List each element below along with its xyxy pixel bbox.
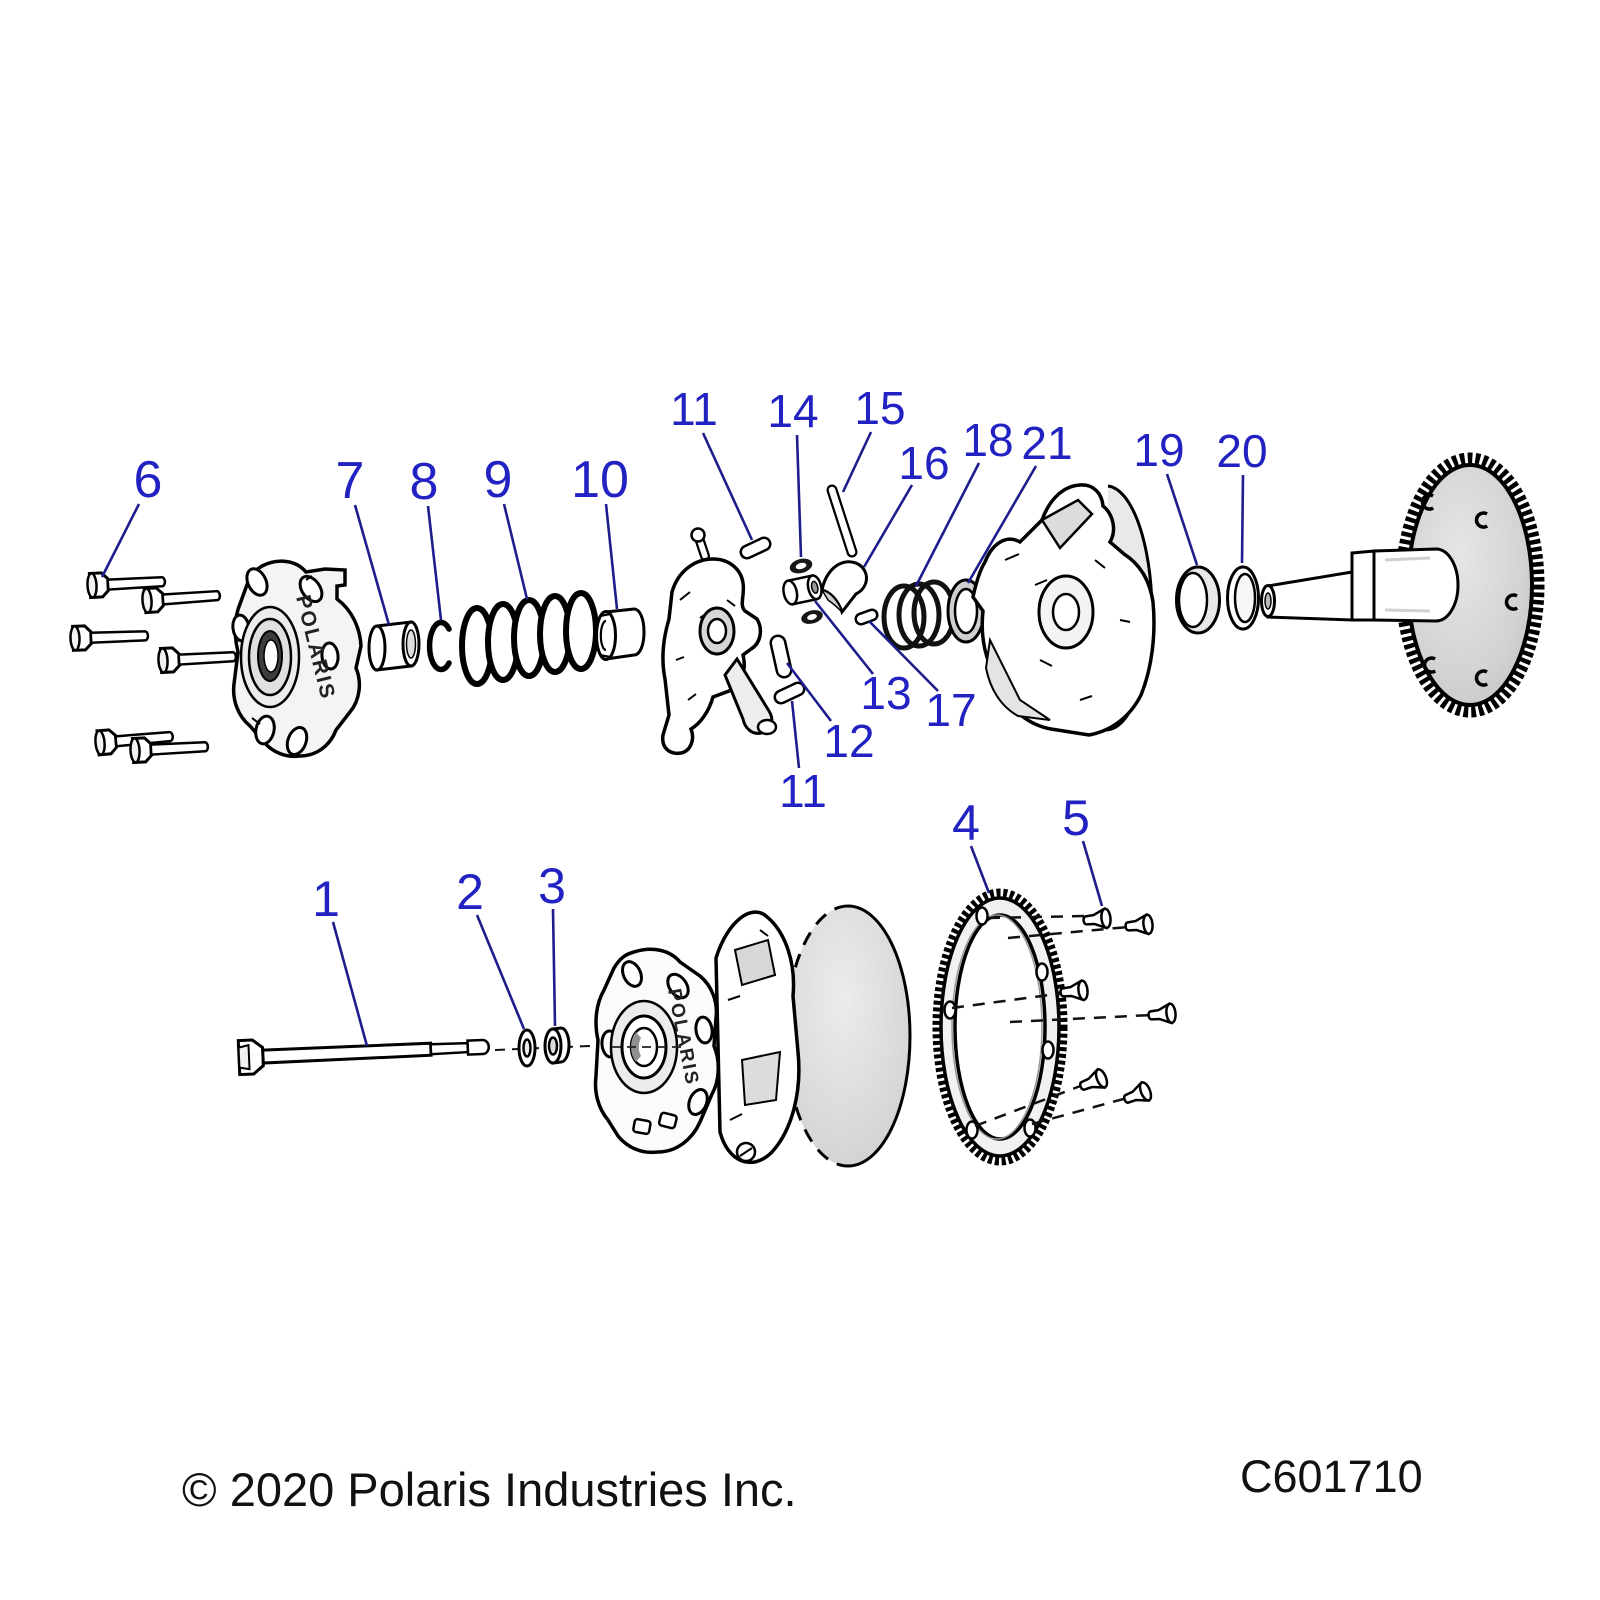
callout-label-14: 14 <box>767 385 818 437</box>
callout-leader-4 <box>969 845 991 894</box>
lower-assembly: POLARIS <box>236 888 1178 1168</box>
pivot-pin-part15 <box>826 484 858 558</box>
starter-ring-gear-part4 <box>932 888 1068 1166</box>
o-ring-part14-lower <box>801 610 823 624</box>
upper-assembly: POLARIS <box>68 452 1545 765</box>
callout-label-6: 6 <box>134 451 163 509</box>
callout-label-11b: 11 <box>779 765 827 817</box>
callout-leader-16 <box>862 484 914 568</box>
callout-leader-20 <box>1240 474 1245 564</box>
washer-part3 <box>543 1026 571 1065</box>
callout-leaders <box>100 431 1245 1047</box>
roller-part11-lower <box>773 681 806 705</box>
callout-leader-17 <box>868 620 939 692</box>
callout-leader-2 <box>475 914 526 1030</box>
roller-bushing-part13 <box>782 574 823 606</box>
callout-label-2: 2 <box>456 864 484 920</box>
callout-label-4: 4 <box>952 795 980 851</box>
callout-label-12: 12 <box>823 715 874 767</box>
callout-label-10: 10 <box>571 451 629 509</box>
callout-label-15: 15 <box>854 382 905 434</box>
bushing-part7 <box>367 620 421 672</box>
washer-part2 <box>517 1028 537 1068</box>
ring-gear-screws-part5 <box>951 907 1178 1128</box>
cam-weight-part16 <box>820 560 868 616</box>
clutch-spring-part9 <box>459 590 599 687</box>
callout-label-13: 13 <box>860 667 911 719</box>
diagram-code: C601710 <box>1240 1451 1423 1502</box>
callout-label-18: 18 <box>962 414 1013 466</box>
roller-part11-upper <box>739 536 772 560</box>
spider-bracket <box>660 527 778 756</box>
callout-label-17: 17 <box>925 684 976 736</box>
callout-leader-1 <box>331 921 369 1047</box>
callout-leader-11a <box>701 432 754 541</box>
ring-gear-bolt-holes <box>943 906 1055 1140</box>
bushing-part19 <box>1175 565 1221 635</box>
ring-part20 <box>1226 565 1260 631</box>
callout-leader-5 <box>1081 840 1104 907</box>
screw-alignment-lines <box>951 914 1153 1128</box>
callout-leader-14 <box>795 434 803 558</box>
callout-leader-6 <box>100 503 141 578</box>
callout-leader-13 <box>813 600 875 675</box>
slug-part17 <box>854 608 879 626</box>
callout-label-1: 1 <box>312 871 340 927</box>
callout-leader-9 <box>502 503 529 600</box>
callout-leader-10 <box>604 503 619 610</box>
clutch-bolt-part1 <box>236 1038 491 1077</box>
retaining-ring-part8 <box>426 619 452 673</box>
callout-leader-21 <box>966 465 1038 584</box>
copyright-text: © 2020 Polaris Industries Inc. <box>182 1463 797 1516</box>
gear-face-marks <box>1420 493 1519 687</box>
spacer-pin-part12 <box>769 634 793 679</box>
callout-leader-8 <box>426 505 443 621</box>
callout-leader-12 <box>785 662 833 722</box>
callout-leader-15 <box>841 431 873 493</box>
callout-leader-3 <box>551 908 557 1027</box>
callout-label-11a: 11 <box>670 383 718 435</box>
callout-label-3: 3 <box>538 858 566 914</box>
callout-label-19: 19 <box>1133 424 1184 476</box>
assembled-drive-clutch: POLARIS <box>593 904 912 1168</box>
o-ring-part14-upper <box>789 558 813 574</box>
callout-leader-7 <box>353 504 391 626</box>
callout-label-5: 5 <box>1062 790 1090 846</box>
callout-leader-18 <box>914 462 981 587</box>
movable-sheave <box>971 483 1156 737</box>
callout-label-21: 21 <box>1021 417 1072 469</box>
callout-label-20: 20 <box>1216 425 1267 477</box>
crankshaft-ring-gear <box>1260 452 1545 718</box>
callout-leader-19 <box>1165 473 1199 566</box>
callout-label-9: 9 <box>484 451 513 509</box>
callout-leader-11b <box>790 700 801 769</box>
callout-label-16: 16 <box>898 437 949 489</box>
clutch-cover-plate: POLARIS <box>231 559 363 759</box>
callout-label-8: 8 <box>410 453 439 511</box>
callout-label-7: 7 <box>336 452 365 510</box>
spring-retainer-part10 <box>595 607 646 661</box>
